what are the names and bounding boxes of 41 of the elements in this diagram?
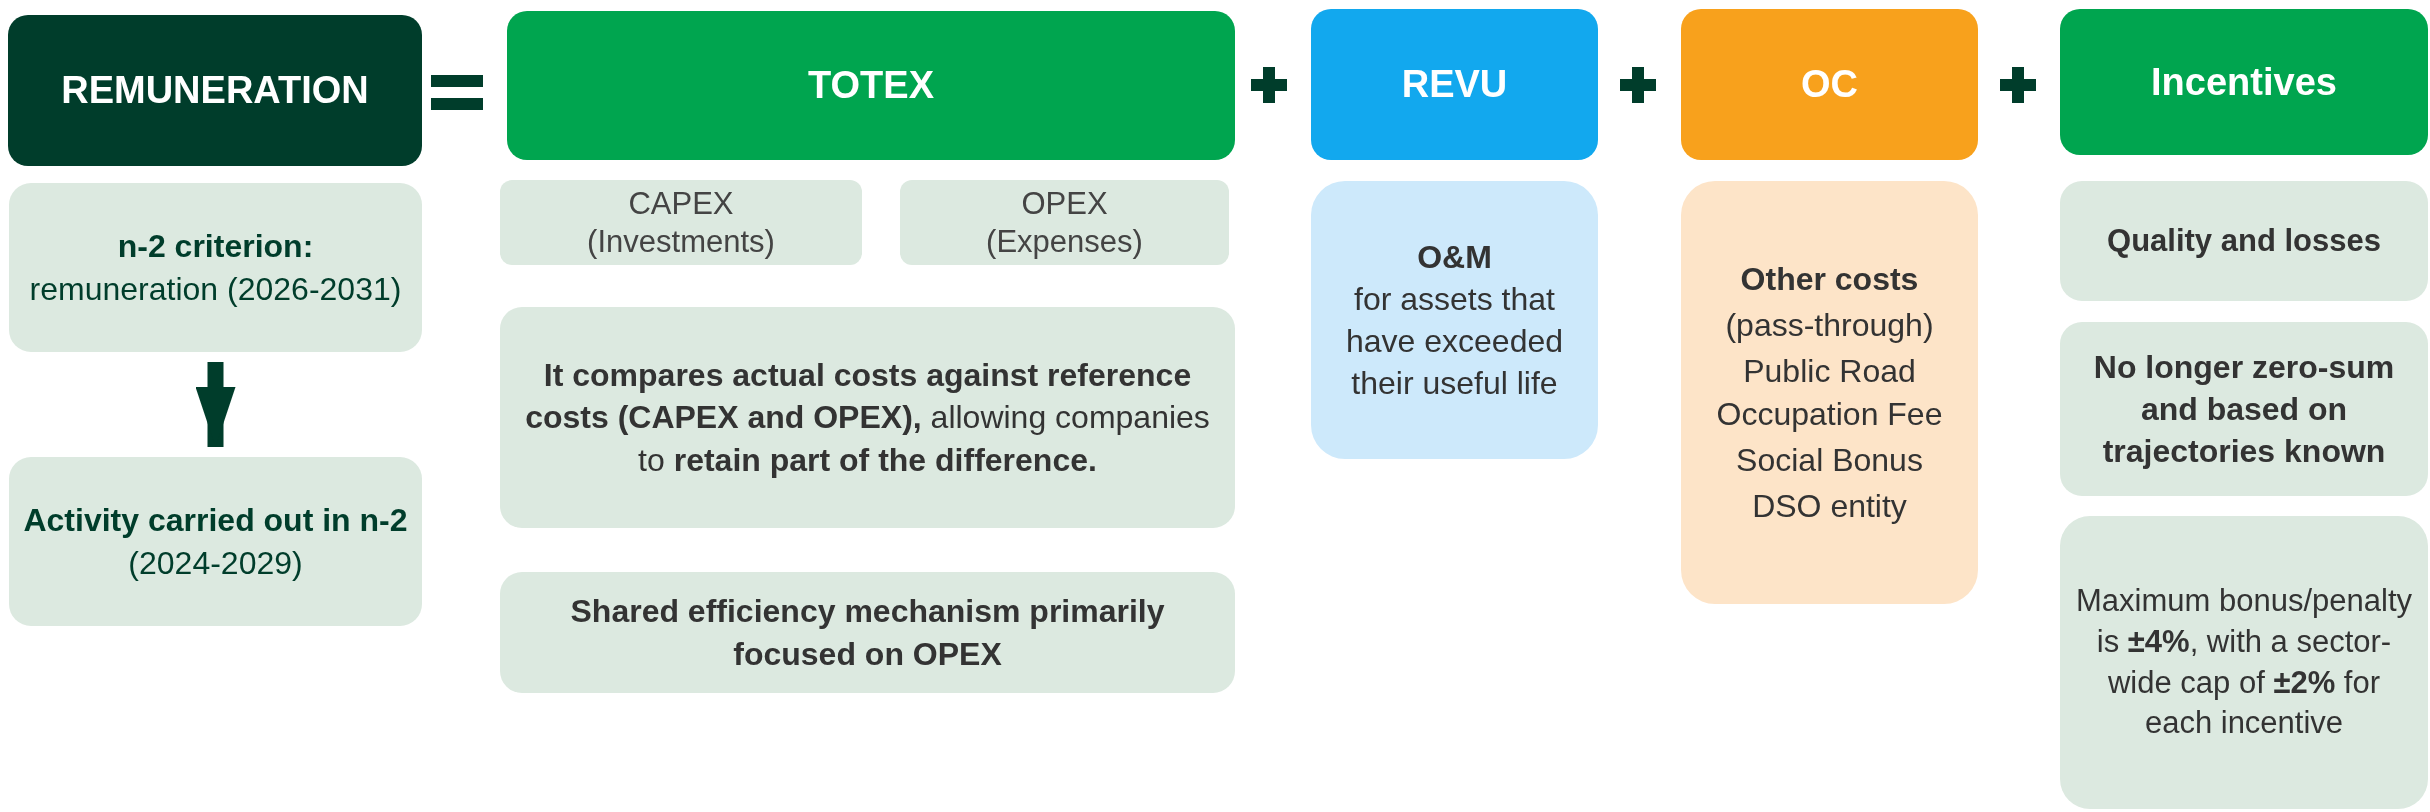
info-box — [500, 180, 862, 265]
header-box — [2060, 9, 2428, 155]
body-text: Shared efficiency mechanism primarily focused on OPEX — [569, 592, 1166, 674]
body-text: DSO entity — [1752, 486, 1907, 526]
header-label: REMUNERATION — [61, 68, 369, 114]
body-text: Social Bonus — [1736, 440, 1923, 480]
info-box — [2060, 322, 2428, 496]
body-text: Quality and losses — [2107, 221, 2381, 260]
heading-text: n-2 criterion: — [117, 227, 314, 267]
info-box — [500, 307, 1235, 528]
header-box — [1311, 9, 1598, 160]
heading-text: Other costs — [1740, 259, 1919, 299]
header-label: OC — [1801, 62, 1858, 108]
body-text: OPEX — [1021, 185, 1108, 223]
body-text: for assets that have exceeded their useful life — [1344, 279, 1565, 404]
body-text: CAPEX — [628, 185, 734, 223]
header-label: TOTEX — [808, 63, 934, 109]
body-text: (Expenses) — [986, 222, 1143, 260]
info-box — [1311, 181, 1598, 459]
body-text: It compares actual costs against reference costs (CAPEX and OPEX), allowing companies to retain part of the difference. — [524, 356, 1211, 480]
info-box — [2060, 516, 2428, 809]
body-text: Public Road Occupation Fee — [1715, 352, 1944, 434]
body-text: Activity carried out in n-2 (2024-2029) — [23, 501, 408, 583]
header-box — [1681, 9, 1978, 160]
body-text: (Investments) — [587, 222, 775, 260]
info-box — [1681, 181, 1978, 604]
header-box — [507, 11, 1235, 160]
heading-text: O&M — [1417, 237, 1492, 277]
info-box — [9, 183, 422, 352]
info-box — [9, 457, 422, 626]
body-text: No longer zero-sum and based on trajectories known — [2092, 347, 2396, 472]
info-box — [2060, 181, 2428, 301]
header-box — [8, 15, 422, 166]
body-text: Maximum bonus/penalty is ±4%, with a sector-wide cap of ±2% for each incentive — [2075, 581, 2413, 743]
info-box — [900, 180, 1229, 265]
body-text: (pass-through) — [1725, 306, 1934, 346]
header-label: REVU — [1401, 62, 1508, 108]
header-label: Incentives — [2151, 59, 2337, 105]
body-text: remuneration (2026-2031) — [29, 269, 402, 309]
info-box — [500, 572, 1235, 693]
arrow — [195, 362, 236, 447]
